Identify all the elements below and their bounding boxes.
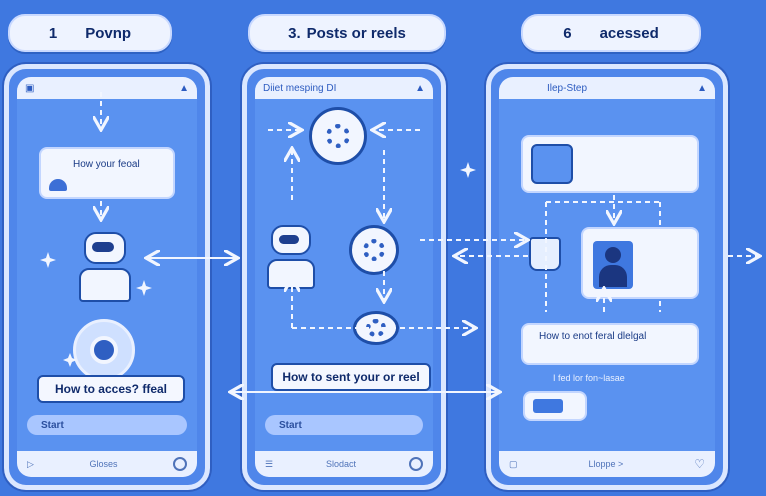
bottom-nav: ☰ Slodact xyxy=(255,451,433,477)
box-icon[interactable]: ▢ xyxy=(509,458,518,469)
status-bar: ▣ ▲ xyxy=(17,77,197,99)
start-bar[interactable]: Start xyxy=(265,415,423,435)
step-number: 1 xyxy=(48,24,58,42)
note-text: I fed lor fon~lasae xyxy=(553,373,625,383)
card-text: How your feoal xyxy=(73,159,140,170)
image-card[interactable] xyxy=(521,135,699,193)
reel-icon xyxy=(353,311,399,345)
gallery-icon xyxy=(531,144,573,184)
bottom-label[interactable]: Gloses xyxy=(89,459,118,469)
reel-icon xyxy=(309,107,367,165)
person-icon xyxy=(593,241,633,289)
step-number: 6 xyxy=(563,24,572,42)
bottom-nav: ▢ Lloppe > ♡ xyxy=(499,451,715,477)
bottom-label[interactable]: Slodact xyxy=(326,459,357,469)
chat-icon xyxy=(533,399,563,413)
chat-card[interactable] xyxy=(523,391,587,421)
info-text: How to enot feral dlelgal xyxy=(539,331,647,342)
info-card[interactable]: How to enot feral dlelgal xyxy=(521,323,699,365)
home-icon[interactable] xyxy=(173,457,187,471)
status-bar: Ilep-Step ▲ xyxy=(499,77,715,99)
camera-icon: ▣ xyxy=(25,82,35,94)
phone-3: Ilep-Step ▲ How to enot feral dlelgal I … xyxy=(486,64,728,490)
start-bar[interactable]: Start xyxy=(27,415,187,435)
start-label: Start xyxy=(41,419,64,431)
heart-icon[interactable]: ♡ xyxy=(694,457,705,471)
home-icon[interactable] xyxy=(408,457,423,471)
menu-icon[interactable]: ☰ xyxy=(265,458,274,469)
how-to-send-button[interactable]: How to sent your or reel xyxy=(271,363,431,391)
phone-3-screen: Ilep-Step ▲ How to enot feral dlelgal I … xyxy=(499,77,715,477)
signal-icon: ▲ xyxy=(697,82,707,94)
sparkle-icon xyxy=(460,162,476,178)
step-pill-1: 1 Povnp xyxy=(8,14,172,52)
app-title: Diiet mesping DI xyxy=(263,82,337,94)
signal-icon: ▲ xyxy=(179,82,189,94)
step-pill-6: 6 acessed xyxy=(521,14,701,52)
phone-2-screen: Diiet mesping DI ▲ How to sent your or r… xyxy=(255,77,433,477)
robot-icon xyxy=(267,225,315,289)
message-card[interactable]: How your feoal xyxy=(39,147,175,199)
phone-1-screen: ▣ ▲ How your feoal How to acces? ffeal S… xyxy=(17,77,197,477)
phone-1: ▣ ▲ How your feoal How to acces? ffeal S… xyxy=(4,64,210,490)
robot-icon xyxy=(79,232,131,302)
target-icon xyxy=(73,319,135,381)
signal-icon: ▲ xyxy=(415,82,425,94)
step-label: Povnp xyxy=(85,24,132,42)
bottom-label[interactable]: Lloppe > xyxy=(588,459,624,469)
status-bar: Diiet mesping DI ▲ xyxy=(255,77,433,99)
start-label: Start xyxy=(279,419,302,431)
reel-icon xyxy=(349,225,399,275)
step-label: Posts or reels xyxy=(306,24,406,42)
play-icon[interactable]: ▷ xyxy=(27,458,34,469)
cup-icon xyxy=(529,237,561,271)
step-pill-3: 3. Posts or reels xyxy=(248,14,446,52)
profile-card[interactable] xyxy=(581,227,699,299)
app-title: Ilep-Step xyxy=(547,82,588,94)
avatar-icon xyxy=(49,179,67,191)
step-number: 3. xyxy=(288,24,301,42)
step-label: acessed xyxy=(599,24,659,42)
phone-2: Diiet mesping DI ▲ How to sent your or r… xyxy=(242,64,446,490)
bottom-nav: ▷ Gloses xyxy=(17,451,197,477)
how-to-access-button[interactable]: How to acces? ffeal xyxy=(37,375,185,403)
